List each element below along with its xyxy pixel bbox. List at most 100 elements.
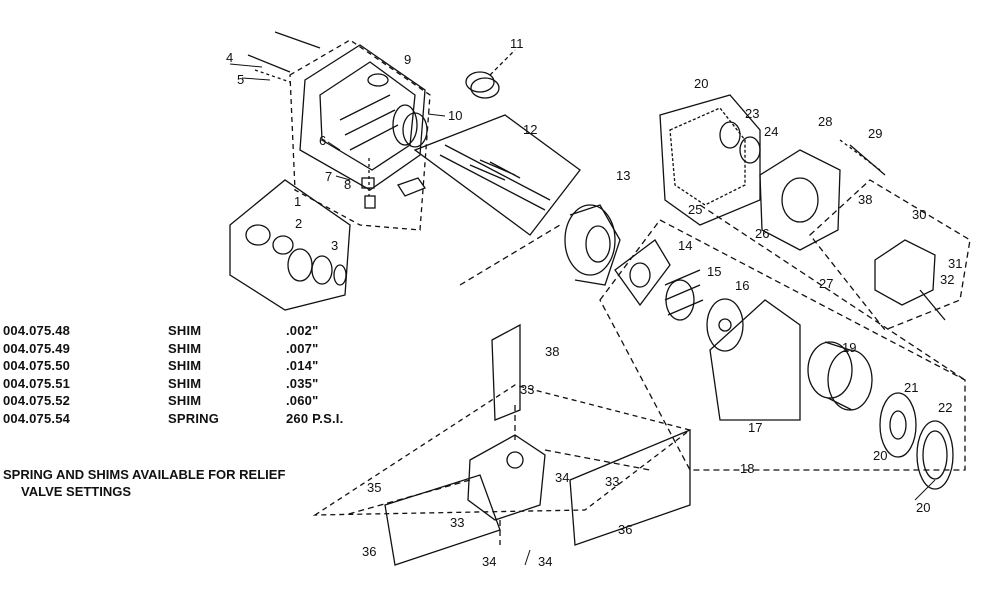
panel-gasket-group [659,94,761,226]
panel-housing-group [289,39,431,231]
callout-23: 23 [745,106,759,121]
part-number: 004.075.54 [3,410,71,426]
callout-33-upper: 33 [520,382,534,397]
parts-row: 004.075.49 SHIM .007" [3,340,426,358]
callout-36-right: 36 [618,522,632,537]
parts-row: 004.075.48 SHIM .002" [3,322,426,340]
panel-seal-group [229,179,351,311]
part-description: SHIM [168,358,202,373]
part-description: SHIM [168,340,202,356]
callout-20-lower: 20 [873,448,887,463]
parts-row: 004.075.51 SHIM .035" [3,375,426,393]
callout-34-lower-left: 34 [482,554,496,569]
callout-22: 22 [938,400,952,415]
callout-15: 15 [707,264,721,279]
part-description: SHIM [168,323,202,338]
callout-20-gasket: 20 [694,76,708,91]
callout-16: 16 [735,278,749,293]
callout-2: 2 [295,216,302,231]
part-number: 004.075.49 [3,340,71,356]
part-description: SHIM [168,393,202,408]
part-spec: 260 P.S.I. [286,410,344,426]
callout-13: 13 [616,168,630,183]
callout-7: 7 [325,169,332,184]
callout-35: 35 [367,480,381,495]
plate-14 [614,239,671,307]
callout-30: 30 [912,207,926,222]
callout-18: 18 [740,461,754,476]
parts-table: 004.075.48 SHIM .002" 004.075.49 SHIM .0… [3,322,426,427]
note-line-1: SPRING AND SHIMS AVAILABLE FOR RELIEF [3,467,286,482]
pistons-15 [664,269,704,321]
panel-shaft-group [413,114,581,236]
callout-8: 8 [344,177,351,192]
seal-23 [719,121,741,149]
key-part [397,177,427,197]
callout-6: 6 [319,133,326,148]
part-number: 004.075.50 [3,358,71,373]
note-line-2: VALVE SETTINGS [21,484,132,499]
seal-set-2-3 [245,224,347,286]
flange-21 [879,392,917,458]
callout-28: 28 [818,114,832,129]
callout-29: 29 [868,126,882,141]
end-cover-22 [916,420,954,490]
parts-row: 004.075.50 SHIM .014" [3,357,426,375]
part-number: 004.075.48 [3,323,71,338]
part-spec: .007" [286,340,319,356]
callout-9: 9 [404,52,411,67]
part-spec: .002" [286,323,319,338]
callout-36-left: 36 [362,544,376,559]
part-description: SPRING [168,410,220,426]
callout-26: 26 [755,226,769,241]
bearing-10 [402,112,428,148]
part-description: SHIM [168,375,202,391]
part-number: 004.075.52 [3,393,71,408]
gasket-20 [669,107,746,206]
panel-38 [491,323,521,421]
parts-row: 004.075.54 SPRING 260 P.S.I. [3,410,426,428]
callout-38: 38 [545,344,559,359]
callout-5: 5 [237,72,244,87]
cylinder-19 [807,341,873,411]
callout-11: 11 [510,36,524,51]
part-spec: .014" [286,358,319,373]
valve-body-26 [759,149,841,251]
callout-37: 38 [858,192,872,207]
valve-plate-16 [706,298,744,352]
part-spec: .060" [286,393,319,408]
callout-10: 10 [448,108,462,123]
oring-24 [739,136,761,164]
callout-19: 19 [842,340,856,355]
gear-11 [465,49,516,99]
callout-27: 27 [819,276,833,291]
coupling-13 [564,204,621,286]
relief-housing-31 [874,239,936,306]
part-number: 004.075.51 [3,375,71,391]
callout-33-left: 33 [450,515,464,530]
callout-3: 3 [331,238,338,253]
callout-14: 14 [678,238,692,253]
panel-rotating-group [599,219,966,471]
callout-34-upper: 34 [555,470,569,485]
callout-17: 17 [748,420,762,435]
panel-17 [709,299,801,421]
callout-34-lower-right: 34 [538,554,552,569]
callout-20-bottom: 20 [916,500,930,515]
panel-36-right [569,429,691,546]
plug-8 [361,158,376,209]
callout-4: 4 [226,50,233,65]
callout-31: 31 [948,256,962,271]
callout-32: 32 [940,272,954,287]
availability-note: SPRING AND SHIMS AVAILABLE FOR RELIEF VA… [3,466,285,500]
callout-12: 12 [523,122,537,137]
callout-24: 24 [764,124,778,139]
part-spec: .035" [286,375,319,391]
callout-21: 21 [904,380,918,395]
bolt-set-4-5 [247,31,321,83]
parts-row: 004.075.52 SHIM .060" [3,392,426,410]
callout-1: 1 [294,194,301,209]
